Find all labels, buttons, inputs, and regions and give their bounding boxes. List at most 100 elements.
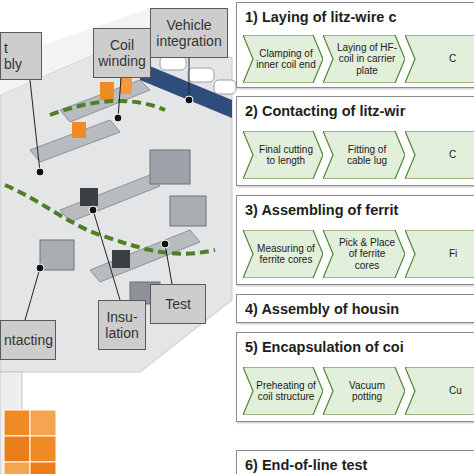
machine: [40, 240, 74, 270]
callout-box: Test: [150, 284, 206, 324]
callout-text: Coil winding: [94, 37, 150, 69]
conveyor-belt: [30, 120, 120, 162]
car-body: [188, 68, 214, 82]
step-text: Vacuum potting: [336, 380, 398, 403]
leader-line: [189, 58, 190, 100]
process-section: Preheating of coil structure Vacuum potti…: [236, 332, 474, 422]
process-step: Clamping of inner coil end: [243, 35, 323, 83]
process-section: 4) Assembly of housin: [236, 294, 474, 323]
process-step: Preheating of coil structure: [243, 367, 323, 415]
chevron-outline: [405, 230, 474, 278]
step-text: Preheating of coil structure: [256, 380, 316, 403]
orange-cube: [30, 410, 56, 436]
factory-floor: [0, 30, 232, 372]
process-step: Fitting of cable lug: [323, 131, 405, 179]
process-step: Vacuum potting: [323, 367, 405, 415]
step-text: Laying of HF-coil in carrier plate: [336, 42, 398, 77]
callout-text: Vehicle integration: [151, 17, 227, 49]
section-heading: 4) Assembly of housin: [245, 301, 399, 317]
orange-cube: [4, 462, 30, 474]
section-heading: 5) Encapsulation of coi: [245, 339, 404, 355]
chevron-shape: [405, 35, 474, 83]
callout-text: t bly: [4, 40, 26, 72]
callout-box: ntacting: [0, 320, 56, 360]
chevron-shape: [405, 367, 474, 415]
section-heading: 6) End-of-line test: [245, 457, 367, 473]
step-text: Final cutting to length: [256, 144, 316, 167]
leader-dot: [185, 96, 193, 104]
leader-line: [93, 210, 120, 300]
callout-box: Coil winding: [93, 28, 151, 78]
process-section: 6) End-of-line test: [236, 450, 474, 474]
chevron-outline: [405, 367, 474, 415]
step-text: Fitting of cable lug: [336, 144, 398, 167]
car-body: [160, 56, 186, 70]
orange-cube: [4, 436, 30, 462]
callout-box: t bly: [0, 32, 42, 80]
step-text: C: [449, 149, 456, 161]
process-step: Cu: [405, 367, 474, 415]
conveyor-belt: [60, 175, 160, 222]
chevron-outline: [243, 131, 323, 179]
flow-path: [5, 185, 215, 254]
chevron-outline: [243, 230, 323, 278]
callout-text: Insu- lation: [99, 309, 145, 341]
callout-box: Insu- lation: [98, 300, 146, 350]
callout-text: ntacting: [4, 332, 53, 348]
leader-line: [25, 268, 40, 320]
leader-dot: [89, 206, 97, 214]
machine: [150, 150, 190, 184]
factory-wall: [0, 8, 150, 95]
step-text: Cu: [449, 385, 462, 397]
chevron-outline: [323, 230, 405, 278]
callout-box: Vehicle integration: [150, 8, 228, 58]
process-step: C: [405, 131, 474, 179]
section-heading: 2) Contacting of litz-wir: [245, 103, 405, 119]
process-section: Final cutting to length Fitting of cable …: [236, 96, 474, 186]
machine: [112, 250, 130, 268]
machine: [170, 196, 206, 226]
process-step: Fi: [405, 230, 474, 278]
chevron-outline: [243, 367, 323, 415]
chevron-shape: [405, 131, 474, 179]
process-step: C: [405, 35, 474, 83]
section-heading: 1) Laying of litz-wire c: [245, 9, 396, 25]
orange-cube: [4, 410, 30, 436]
leader-dot: [161, 240, 169, 248]
step-text: Fi: [449, 248, 457, 260]
leader-dot: [36, 168, 44, 176]
step-text: Clamping of inner coil end: [256, 48, 316, 71]
chevron-outline: [243, 35, 323, 83]
leader-line: [30, 80, 40, 172]
leader-dot: [36, 264, 44, 272]
car-body: [214, 80, 236, 94]
chevron-outline: [323, 131, 405, 179]
step-text: Measuring of ferrite cores: [256, 243, 316, 266]
chevron-outline: [405, 131, 474, 179]
section-heading: 3) Assembling of ferrit: [245, 202, 398, 218]
process-step: Final cutting to length: [243, 131, 323, 179]
step-text: C: [449, 53, 456, 65]
chevron-outline: [323, 35, 405, 83]
process-section: Clamping of inner coil end Laying of HF-c…: [236, 2, 474, 88]
process-step: Measuring of ferrite cores: [243, 230, 323, 278]
flow-path: [50, 101, 165, 115]
orange-cube: [30, 436, 56, 462]
machine: [80, 188, 98, 206]
process-step: Pick & Place of ferrite cores: [323, 230, 405, 278]
robot: [100, 82, 114, 100]
step-text: Pick & Place of ferrite cores: [336, 237, 398, 272]
chevron-shape: [405, 230, 474, 278]
callout-text: Test: [165, 296, 191, 312]
chevron-outline: [323, 367, 405, 415]
process-section: Measuring of ferrite cores Pick & Place o…: [236, 195, 474, 285]
robot: [72, 122, 86, 138]
robot: [120, 76, 132, 94]
leader-line: [165, 244, 172, 284]
chevron-outline: [405, 35, 474, 83]
orange-cube: [30, 462, 56, 474]
process-step: Laying of HF-coil in carrier plate: [323, 35, 405, 83]
leader-line: [118, 78, 121, 118]
